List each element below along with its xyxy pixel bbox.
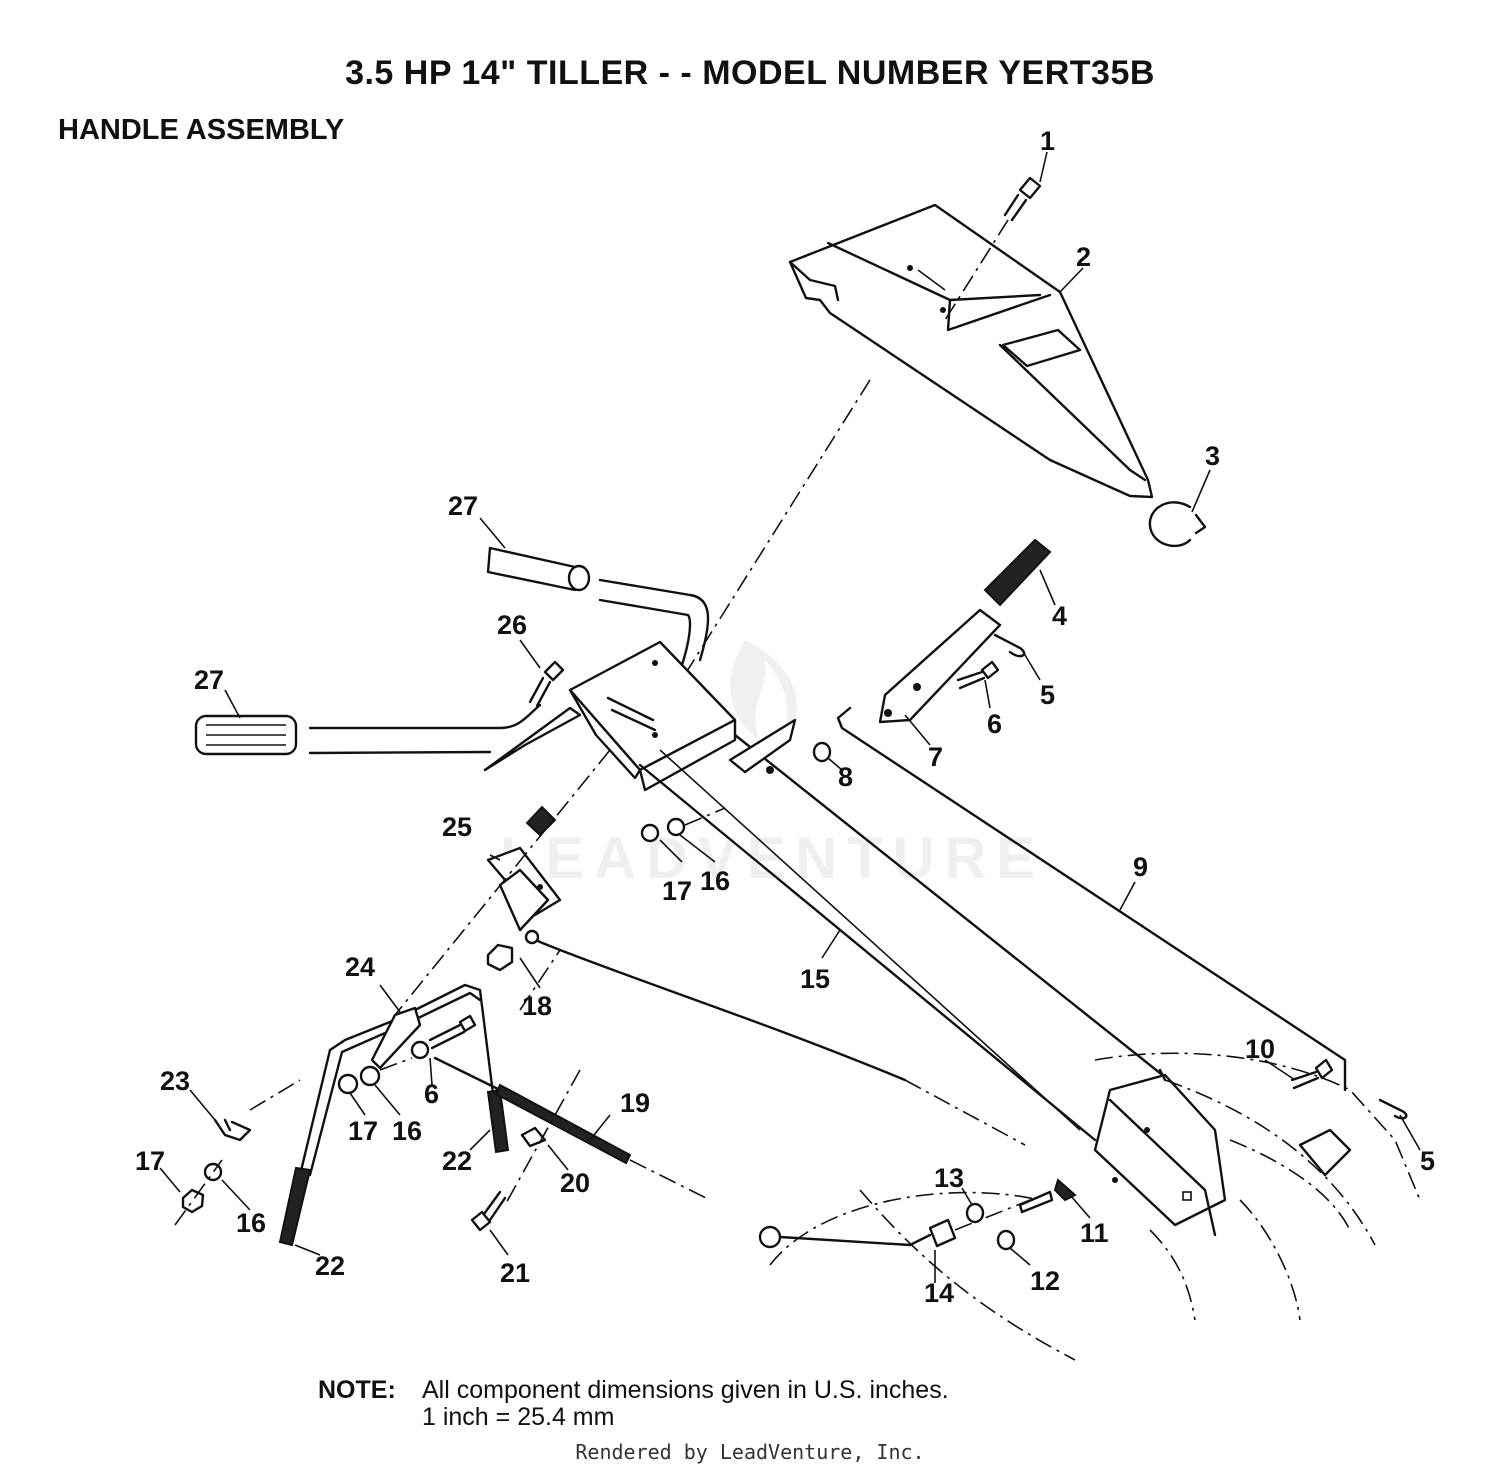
part-5-hairpin-clip-lower [1298, 1098, 1408, 1177]
part-4-lever-grip [983, 538, 1052, 607]
callout-3: 3 [1205, 441, 1220, 471]
callout-22-right: 22 [442, 1146, 472, 1176]
part-25-throttle-bracket [486, 805, 562, 932]
callout-21: 21 [500, 1258, 530, 1288]
callout-11: 11 [1080, 1218, 1109, 1248]
part-19-spring [433, 1056, 711, 1201]
throttle-cable [526, 934, 907, 1082]
note-label: NOTE: [318, 1376, 396, 1404]
part-15-handle-tube [638, 718, 1177, 1142]
callout-18: 18 [522, 991, 552, 1021]
part-6-bolt-lower [410, 1014, 477, 1060]
callout-10: 10 [1245, 1034, 1275, 1064]
leader-lines [159, 151, 1421, 1283]
callout-22-left: 22 [315, 1251, 345, 1281]
part-2-handle-panel [788, 203, 1154, 499]
part-14-shift-rod [758, 1199, 1031, 1249]
watermark-text: LEADVENTURE [500, 826, 1045, 891]
leadventure-watermark: LEADVENTURE [500, 640, 1045, 891]
callout-5-lower: 5 [1420, 1146, 1435, 1176]
part-9-control-rod [836, 706, 1347, 1092]
part-7-control-lever [878, 608, 1002, 724]
part-10-bolt-lower [1290, 1058, 1334, 1090]
guide-line-clutch [394, 749, 611, 1016]
callout-labels: 1 2 3 4 5 5 6 6 7 8 9 10 11 12 13 14 15 … [135, 126, 1435, 1308]
part-11-latch [1018, 1178, 1077, 1214]
callout-26: 26 [497, 610, 527, 640]
footer-credit: Rendered by LeadVenture, Inc. [575, 1440, 925, 1464]
callout-17-center: 17 [662, 876, 692, 906]
part-18-nut [486, 943, 514, 972]
callout-5-upper: 5 [1040, 680, 1055, 710]
part-12-nut [996, 1229, 1016, 1251]
callout-23: 23 [160, 1066, 190, 1096]
part-27-lower-grip [194, 703, 542, 756]
callout-1: 1 [1040, 126, 1055, 156]
dimension-note: NOTE: All component dimensions given in U… [318, 1377, 949, 1431]
part-16-17-washers-center [640, 807, 726, 843]
part-16-17-washers-lower [337, 1057, 413, 1095]
part-8-spacer [812, 741, 832, 763]
callout-2: 2 [1076, 242, 1091, 272]
callout-4: 4 [1052, 601, 1067, 631]
part-3-retaining-ring [1148, 501, 1207, 548]
callout-16-center: 16 [700, 866, 730, 896]
guide-line-bracket [519, 949, 561, 1011]
diagram-subtitle: HANDLE ASSEMBLY [58, 114, 345, 146]
callout-17-left: 17 [135, 1146, 165, 1176]
callout-16-lower: 16 [392, 1116, 422, 1146]
note-line-2: 1 inch = 25.4 mm [422, 1403, 615, 1431]
callout-24: 24 [345, 952, 375, 982]
callout-16-left: 16 [236, 1208, 266, 1238]
part-24-clutch-bail [298, 983, 497, 1177]
part-26-carriage-bolt [528, 660, 565, 708]
part-20-clip [504, 1069, 581, 1206]
callout-27-upper: 27 [448, 491, 478, 521]
callout-7: 7 [928, 742, 943, 772]
callout-12: 12 [1030, 1266, 1060, 1296]
guide-line-body [904, 1079, 1026, 1146]
diagram-title: 3.5 HP 14" TILLER - - MODEL NUMBER YERT3… [345, 54, 1155, 92]
part-21-bolt [470, 1190, 507, 1232]
callout-20: 20 [560, 1168, 590, 1198]
part-6-bolt-upper [956, 660, 1000, 690]
part-22-bail-grip-right [486, 1088, 510, 1154]
part-23-clip [213, 1079, 301, 1142]
part-5-hairpin-clip-upper [993, 633, 1026, 658]
callout-9: 9 [1133, 852, 1148, 882]
callout-14: 14 [924, 1278, 954, 1308]
callout-13: 13 [934, 1163, 964, 1193]
part-13-washer [965, 1202, 985, 1224]
part-1-screw [944, 176, 1042, 321]
callout-6-upper: 6 [987, 709, 1002, 739]
callout-17-lower: 17 [348, 1116, 378, 1146]
handle-center-bracket [483, 640, 737, 792]
tiller-body-outline [769, 1052, 1421, 1361]
part-27-upper-grip [486, 546, 710, 667]
callout-8: 8 [838, 762, 853, 792]
callout-25: 25 [442, 812, 472, 842]
handle-lower-bracket [1093, 1068, 1227, 1237]
part-22-bail-grip-left [278, 1166, 312, 1247]
callout-19: 19 [620, 1088, 650, 1118]
callout-27-lower: 27 [194, 665, 224, 695]
note-line-1: All component dimensions given in U.S. i… [422, 1376, 949, 1404]
part-16-17-washers-left [174, 1159, 223, 1226]
callout-6-lower: 6 [424, 1079, 439, 1109]
callout-15: 15 [800, 964, 830, 994]
